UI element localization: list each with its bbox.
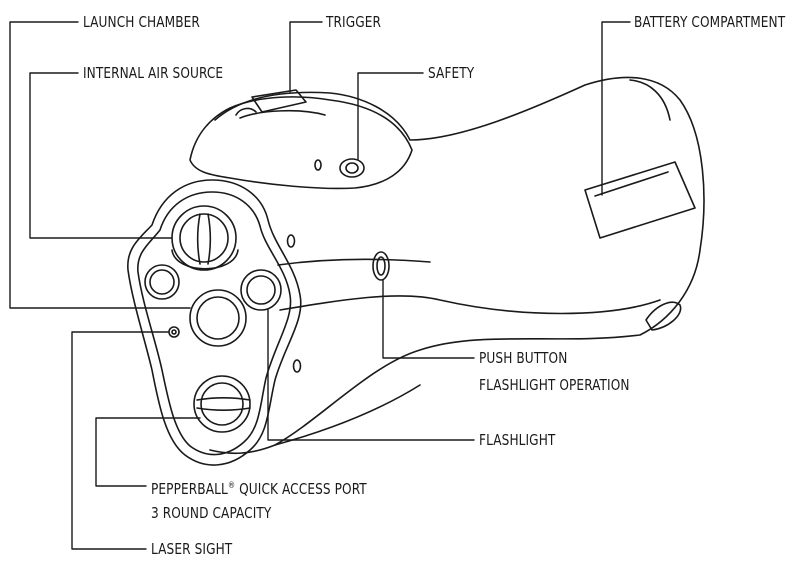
safety-knob: [339, 158, 365, 178]
trigger-pivot: [235, 107, 257, 116]
label-safety: SAFETY: [428, 64, 475, 82]
left-port-inner: [149, 269, 175, 295]
trigger-housing: [189, 96, 413, 190]
label-launch-chamber: LAUNCH CHAMBER: [83, 13, 200, 31]
vent-hole: [314, 159, 322, 171]
leader-quick-port: [95, 417, 201, 487]
push-button-inner: [376, 256, 386, 276]
laser-sight-dot: [171, 329, 177, 335]
leader-lines: [9, 21, 631, 550]
launch-chamber-inner: [196, 296, 240, 340]
body-outline: [209, 76, 705, 455]
quick-port-inner: [200, 382, 244, 426]
battery-door: [584, 161, 696, 239]
battery-pocket: [629, 79, 671, 121]
leader-push-button: [382, 279, 475, 359]
label-port-prefix: PEPPERBALL: [151, 480, 228, 498]
leader-internal-air: [29, 72, 173, 239]
grip-lower-line: [277, 258, 431, 266]
label-round-capacity: 3 ROUND CAPACITY: [151, 504, 272, 522]
push-button: [372, 251, 390, 281]
label-flashlight: FLASHLIGHT: [479, 431, 556, 449]
label-push-button: PUSH BUTTON: [479, 349, 568, 367]
battery-door-inner: [594, 171, 669, 197]
air-source-slot: [196, 213, 212, 265]
trigger: [251, 89, 307, 113]
front-face-outer: [127, 179, 302, 466]
leader-launch-chamber: [9, 21, 191, 309]
quick-port-slot: [196, 396, 251, 412]
air-source-inner: [179, 213, 229, 263]
quick-port-outer: [193, 375, 251, 433]
grip-bump: [645, 301, 682, 331]
label-flashlight-operation: FLASHLIGHT OPERATION: [479, 376, 630, 394]
label-battery-compartment: BATTERY COMPARTMENT: [634, 13, 786, 31]
laser-sight-lens: [168, 326, 180, 338]
grip-curve: [279, 295, 661, 315]
label-internal-air-source: INTERNAL AIR SOURCE: [83, 64, 224, 82]
leader-battery: [601, 21, 631, 196]
left-port-outer: [144, 264, 180, 300]
flashlight-outer: [240, 269, 282, 311]
trigger-guard: [239, 109, 326, 119]
front-face-inner: [137, 191, 292, 456]
leader-laser: [71, 331, 169, 550]
leader-flashlight: [267, 309, 475, 441]
launch-chamber-outer: [189, 289, 247, 347]
screw-upper: [286, 234, 296, 248]
safety-knob-inner: [345, 162, 359, 174]
air-source-outer: [171, 205, 237, 271]
label-laser-sight: LASER SIGHT: [151, 540, 233, 558]
body-underside: [274, 384, 421, 446]
air-source-collar: [171, 249, 239, 270]
label-quick-access-port: PEPPERBALL® QUICK ACCESS PORT: [151, 477, 367, 498]
leader-trigger: [289, 21, 323, 93]
label-trigger: TRIGGER: [326, 13, 382, 31]
registered-mark: ®: [227, 481, 236, 491]
leader-safety: [357, 72, 424, 161]
screw-lower: [292, 359, 302, 373]
flashlight-inner: [246, 275, 276, 305]
label-port-suffix: QUICK ACCESS PORT: [235, 480, 367, 498]
